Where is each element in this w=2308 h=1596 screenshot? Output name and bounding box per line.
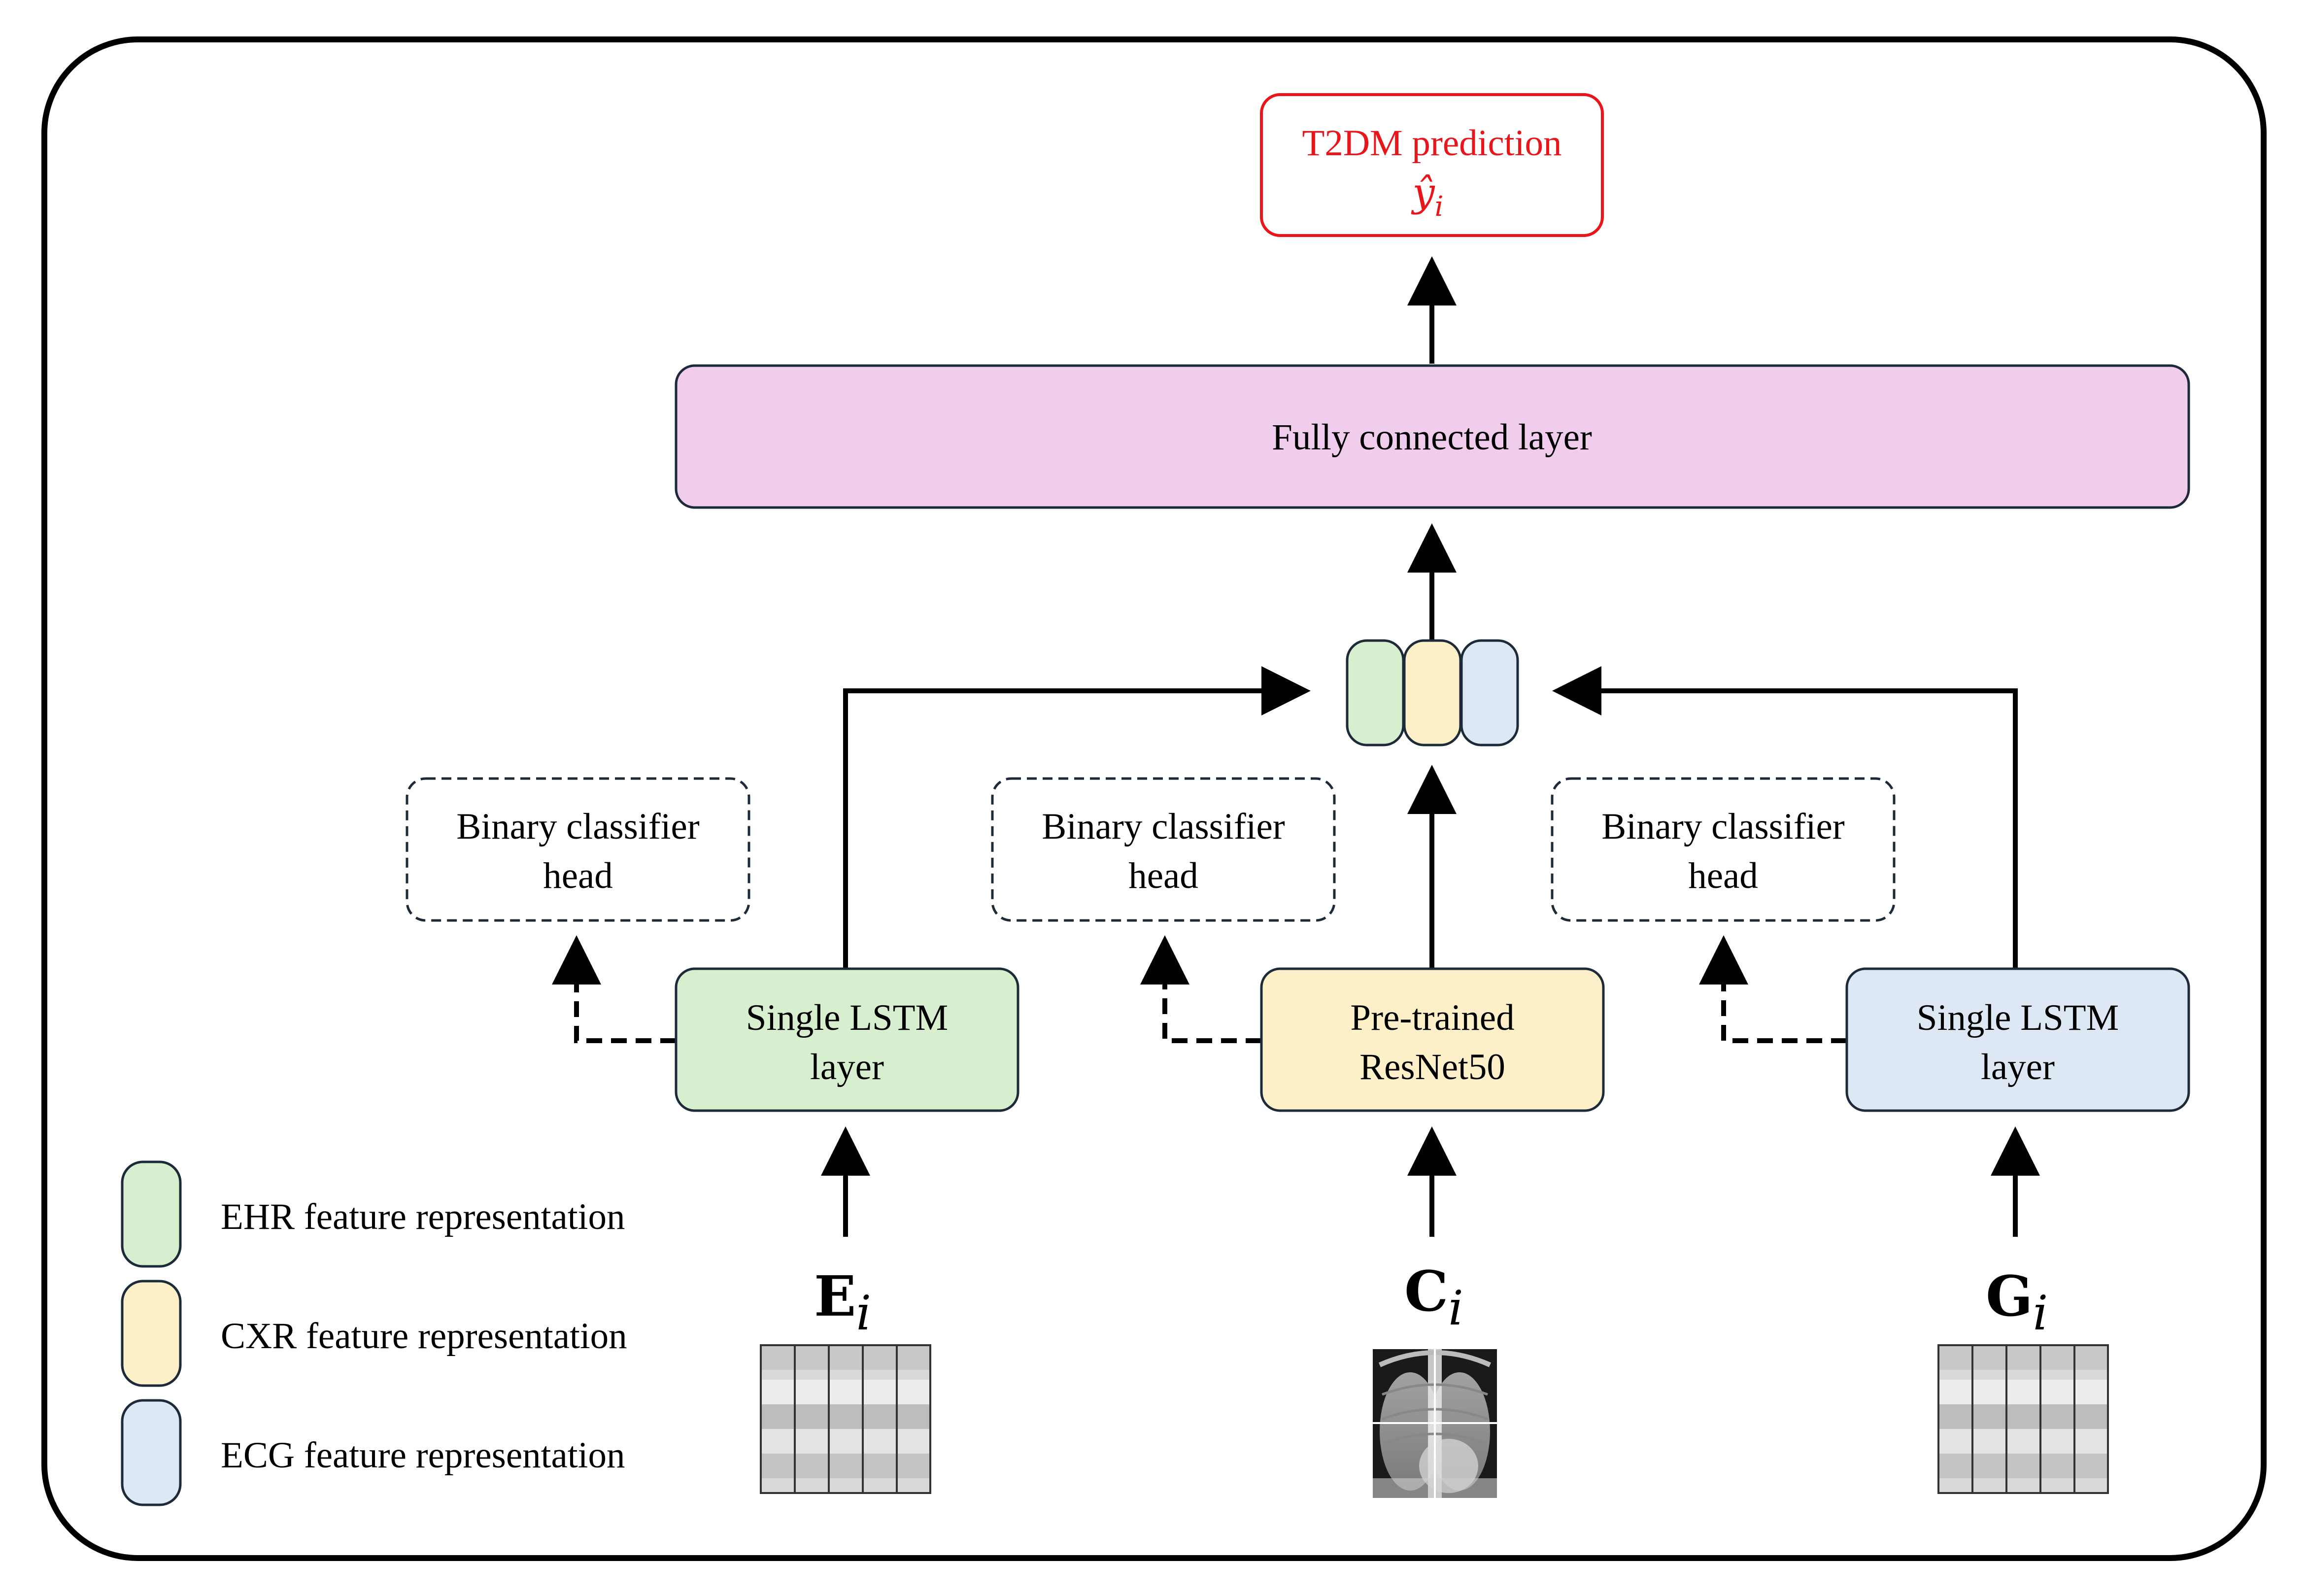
ehr-table-image (760, 1344, 931, 1494)
classifier-head-ecg: Binary classifier head (1551, 777, 1896, 922)
classifier-head-cxr: Binary classifier head (991, 777, 1336, 922)
encoder-label: Pre-trained (1350, 997, 1514, 1038)
input-symbol-ecg: Gi (1986, 1264, 2048, 1341)
legend-swatch-ehr (121, 1160, 182, 1268)
legend-label: EHR feature representation (221, 1196, 625, 1237)
dashed-arrow-ehr-to-head (552, 935, 676, 1043)
encoder-label: ResNet50 (1359, 1047, 1505, 1087)
encoder-label: layer (810, 1047, 884, 1087)
dashed-arrow-cxr-to-head (1140, 935, 1261, 1043)
fused-feature-vector (1346, 639, 1519, 747)
classifier-head-label: Binary classifier (456, 806, 700, 847)
legend-item-ehr: EHR feature representation (121, 1160, 625, 1268)
fc-layer-label: Fully connected layer (1272, 417, 1592, 458)
classifier-head-ehr: Binary classifier head (406, 777, 750, 922)
legend-label: CXR feature representation (221, 1316, 627, 1357)
classifier-head-label: head (543, 855, 613, 896)
fully-connected-layer: Fully connected layer (675, 364, 2190, 509)
ecg-table-image (1937, 1344, 2109, 1494)
encoder-ehr-lstm: Single LSTM layer (675, 967, 1019, 1112)
classifier-head-label: Binary classifier (1601, 806, 1845, 847)
encoder-ecg-lstm: Single LSTM layer (1845, 967, 2190, 1112)
legend: EHR feature representation CXR feature r… (121, 1160, 627, 1506)
fused-ecg-feature (1460, 639, 1519, 747)
output-box: T2DM prediction ŷi (1260, 93, 1604, 237)
encoder-label: Single LSTM (746, 997, 948, 1038)
input-symbol-ehr: Ei (814, 1264, 871, 1341)
legend-label: ECG feature representation (221, 1435, 625, 1476)
legend-item-cxr: CXR feature representation (121, 1280, 627, 1387)
classifier-head-label: Binary classifier (1042, 806, 1285, 847)
arrow-ehr-to-fusion (843, 666, 1311, 969)
legend-swatch-cxr (121, 1280, 182, 1387)
dashed-arrow-ecg-to-head (1699, 935, 1847, 1043)
chest-xray-image (1373, 1349, 1497, 1498)
legend-swatch-ecg (121, 1399, 182, 1506)
encoder-label: layer (1981, 1047, 2055, 1087)
legend-item-ecg: ECG feature representation (121, 1399, 625, 1506)
input-symbol-cxr: Ci (1404, 1259, 1463, 1336)
fused-cxr-feature (1403, 639, 1462, 747)
encoder-label: Single LSTM (1917, 997, 2119, 1038)
output-title: T2DM prediction (1302, 123, 1562, 164)
arrow-ecg-to-fusion (1552, 666, 2018, 969)
fused-ehr-feature (1346, 639, 1405, 747)
classifier-head-label: head (1688, 855, 1758, 896)
encoder-cxr-resnet: Pre-trained ResNet50 (1260, 967, 1605, 1112)
output-symbol: ŷi (1411, 170, 1443, 223)
classifier-head-label: head (1128, 855, 1198, 896)
